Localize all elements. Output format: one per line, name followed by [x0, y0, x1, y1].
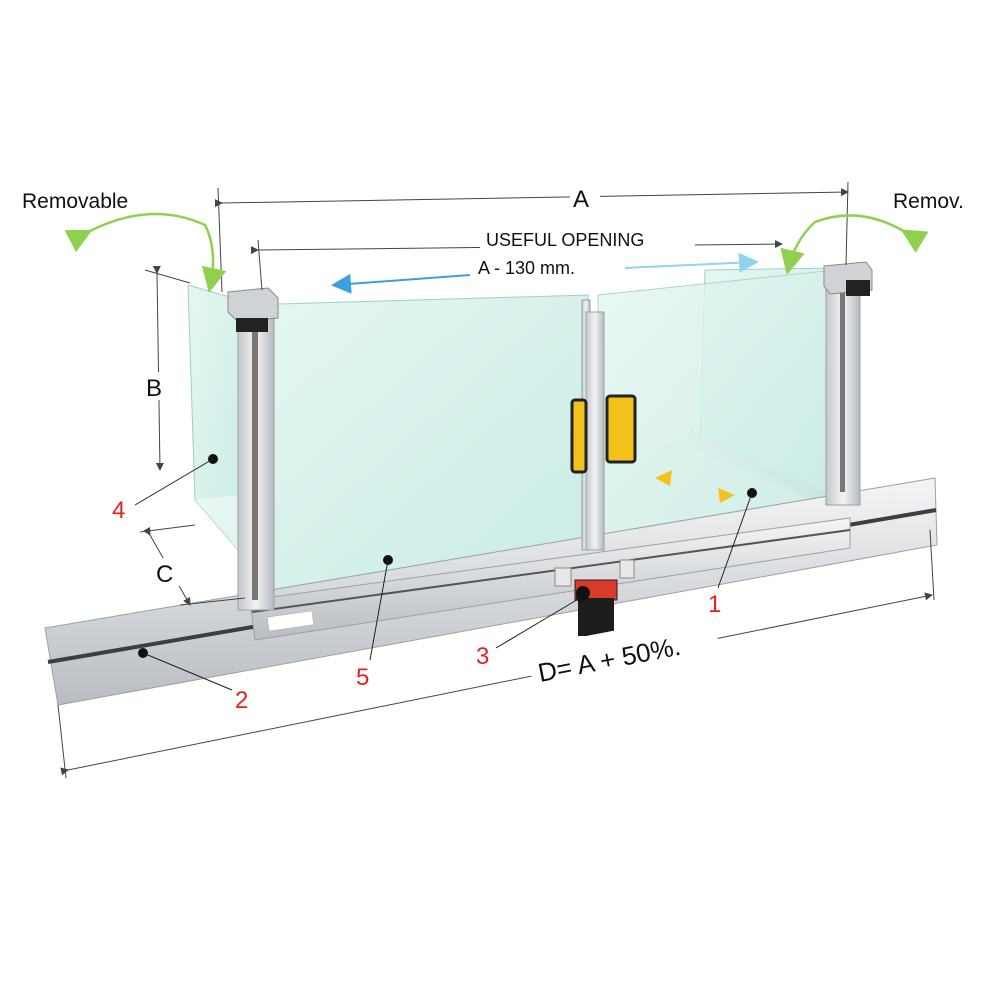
extension-line	[139, 524, 196, 533]
left-post-cap-dark	[236, 318, 268, 332]
extension-line	[845, 181, 849, 266]
callout-1: 1	[708, 591, 721, 618]
door-handle-right[interactable]	[605, 394, 637, 464]
dimension-a-line	[214, 188, 849, 208]
switch-bracket	[619, 559, 635, 579]
left-post-cap	[227, 287, 279, 323]
leader-line-2	[142, 652, 233, 691]
removable-left-label: Removable	[22, 190, 128, 213]
dimension-b-line	[152, 265, 164, 471]
dimension-b-label: B	[146, 375, 162, 402]
leader-line-5	[369, 559, 389, 661]
right-post-groove	[840, 292, 845, 492]
door-handle-left[interactable]	[570, 398, 588, 474]
extension-line	[144, 269, 191, 284]
extension-line	[57, 704, 67, 779]
useful-opening-value: A - 130 mm.	[478, 258, 575, 278]
green-curved-arrow-right	[780, 214, 929, 275]
switch-bracket	[554, 567, 572, 587]
callout-3: 3	[476, 643, 489, 670]
blue-arrow-right	[624, 252, 759, 273]
label-bg	[154, 558, 180, 586]
callout-5: 5	[356, 664, 369, 691]
green-curved-arrow-left	[64, 212, 227, 293]
blue-arrow-left	[331, 273, 471, 294]
removable-right-label: Remov.	[893, 190, 964, 213]
useful-opening-label: USEFUL OPENING	[486, 230, 644, 250]
leader-line-3	[495, 597, 581, 649]
left-post-groove	[252, 330, 258, 600]
label-bg	[525, 611, 724, 707]
right-post-cap-dark	[846, 280, 870, 296]
leader-line-4	[134, 458, 214, 506]
safety-switch-body	[578, 598, 614, 636]
dimension-c-label: C	[156, 561, 173, 588]
dimension-a-label: A	[573, 186, 589, 213]
dimension-d-line	[60, 592, 933, 776]
label-bg	[144, 372, 168, 400]
extension-line	[929, 529, 935, 601]
callout-2: 2	[235, 687, 248, 714]
leader-line-1	[717, 492, 753, 589]
label-bg	[570, 184, 600, 208]
yellow-arrow-icon	[655, 470, 672, 486]
label-bg	[480, 228, 695, 250]
extension-line	[217, 187, 223, 293]
yellow-arrow-icon	[718, 488, 735, 503]
extension-line	[257, 239, 263, 291]
callout-4: 4	[112, 497, 125, 524]
door-post-right[interactable]	[585, 311, 605, 551]
